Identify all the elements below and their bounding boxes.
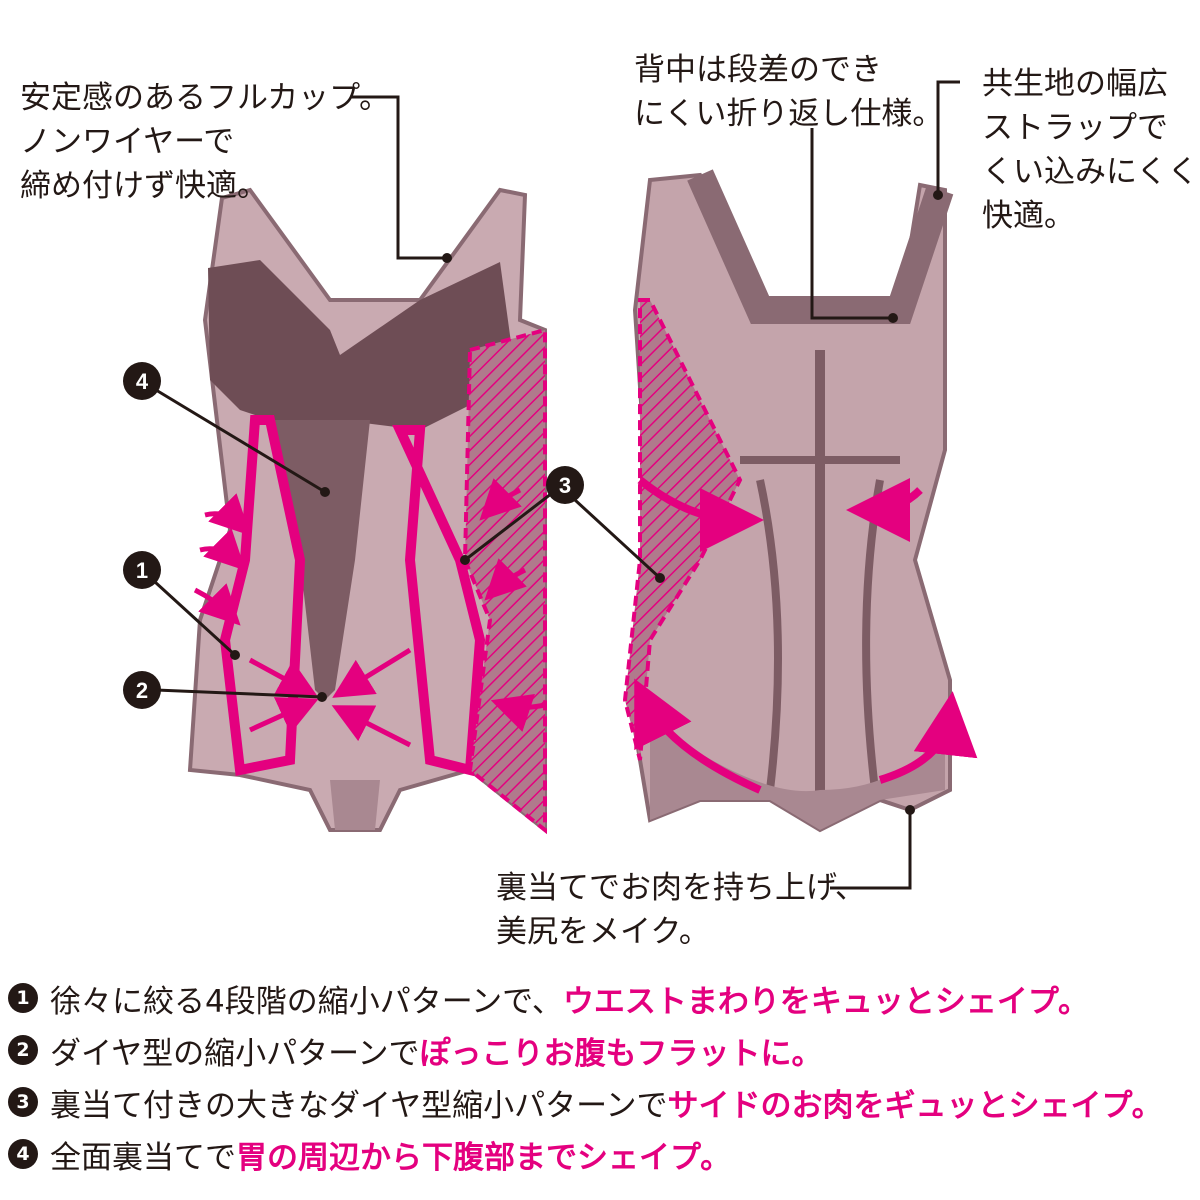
panel-1-right	[392, 425, 486, 777]
callout-front-cup-line-2: ノンワイヤーで	[20, 124, 235, 160]
callout-strap: 共生地の幅広 ストラップで くい込みにくく 快適。	[982, 62, 1198, 238]
callout-front-cup-line-1: 安定感のあるフルカップ。	[20, 80, 391, 116]
marker-3: 3	[546, 466, 584, 504]
callout-front-cup: 安定感のあるフルカップ。 ノンワイヤーで 締め付けず快適。	[20, 76, 390, 208]
legend-text: 徐々に絞る4段階の縮小パターンで、	[50, 983, 563, 1020]
legend-number-badge: 3	[8, 1087, 38, 1117]
callout-hip: 裏当てでお肉を持ち上げ、 美尻をメイク。	[496, 866, 866, 954]
callout-front-cup-line-3: 締め付けず快適。	[20, 168, 268, 204]
callout-hip-line-1: 裏当てでお肉を持ち上げ、	[496, 870, 866, 906]
callout-strap-line-4: 快適。	[982, 198, 1075, 234]
marker-4: 4	[123, 362, 161, 400]
front-garment	[187, 187, 547, 835]
legend-number-badge: 2	[8, 1035, 38, 1065]
marker-1: 1	[123, 551, 161, 589]
callout-strap-line-2: ストラップで	[982, 110, 1168, 146]
marker-4-label: 4	[136, 369, 149, 394]
marker-3-label: 3	[559, 473, 571, 498]
legend-text: ダイヤ型の縮小パターンで	[50, 1035, 420, 1072]
legend-number-badge: 1	[8, 983, 38, 1013]
legend-highlight: ウエストまわりをキュッとシェイプ。	[562, 983, 1090, 1020]
leader-lines	[153, 80, 960, 890]
feature-legend: 1 徐々に絞る4段階の縮小パターンで、ウエストまわりをキュッとシェイプ。 2 ダ…	[8, 972, 1198, 1180]
back-garment	[622, 169, 978, 833]
callout-back-step-line-1: 背中は段差のでき	[634, 52, 882, 88]
legend-item-3: 3 裏当て付きの大きなダイヤ型縮小パターンでサイドのお肉をギュッとシェイプ。	[8, 1076, 1198, 1128]
legend-highlight: ぽっこりお腹もフラットに。	[419, 1035, 823, 1072]
lace-center	[270, 420, 370, 700]
panel-1-left	[219, 415, 306, 776]
legend-item-4: 4 全面裏当てで胃の周辺から下腹部までシェイプ。	[8, 1128, 1198, 1180]
callout-hip-line-2: 美尻をメイク。	[496, 914, 710, 950]
marker-2-label: 2	[136, 678, 148, 703]
legend-highlight: サイドのお肉をギュッとシェイプ。	[667, 1087, 1163, 1124]
legend-number-badge: 4	[8, 1139, 38, 1169]
legend-highlight: 胃の周辺から下腹部までシェイプ。	[236, 1139, 732, 1176]
callout-back-step-line-2: にくい折り返し仕様。	[634, 96, 944, 132]
callout-strap-line-1: 共生地の幅広	[982, 66, 1168, 102]
callout-strap-line-3: くい込みにくく	[982, 154, 1199, 190]
lace-cups	[208, 260, 512, 430]
legend-item-1: 1 徐々に絞る4段階の縮小パターンで、ウエストまわりをキュッとシェイプ。	[8, 972, 1198, 1024]
callout-back-step: 背中は段差のでき にくい折り返し仕様。	[634, 48, 943, 136]
leader-dots	[230, 190, 943, 815]
back-side-panel-3	[622, 298, 743, 761]
legend-item-2: 2 ダイヤ型の縮小パターンでぽっこりお腹もフラットに。	[8, 1024, 1198, 1076]
marker-2: 2	[123, 671, 161, 709]
legend-text: 裏当て付きの大きなダイヤ型縮小パターンで	[50, 1087, 668, 1124]
garment-diagram: 4 1 2 3	[123, 80, 978, 890]
legend-text: 全面裏当てで	[50, 1139, 236, 1176]
marker-1-label: 1	[136, 558, 148, 583]
